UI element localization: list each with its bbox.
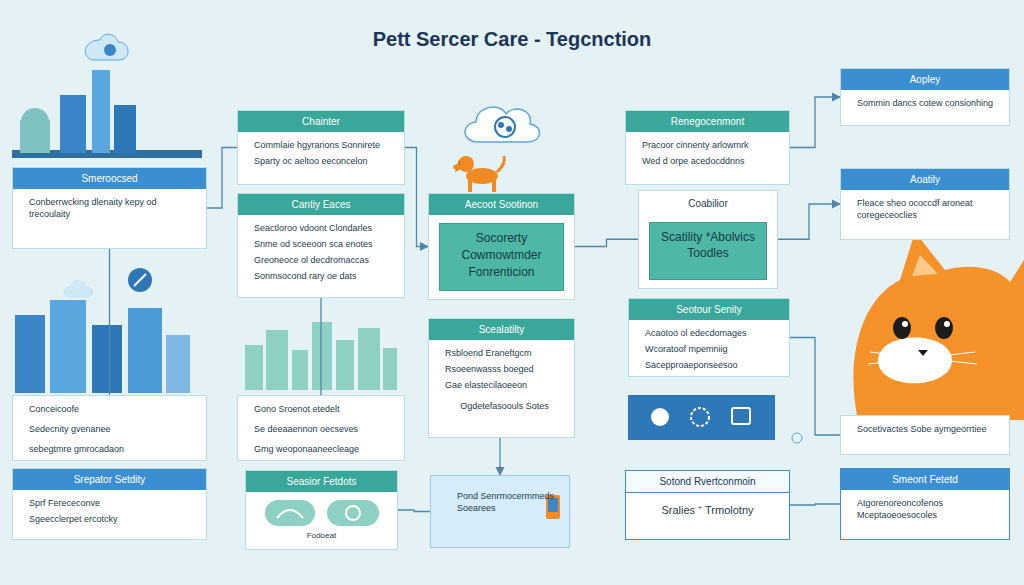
box-body: Socetivactes Sobe aymgeorrtiee [841,416,1009,436]
info-box: Seasior FetdotsFodoeat [245,470,398,550]
box-body: Seactloroo vdoont Clondarles [238,215,404,235]
box-body: Sprf Ferececonve [13,490,206,510]
box-body: Pond Senrmocermmeds Soearees [431,476,569,522]
box-body: Pracoor cinnenty arlowmrk [626,132,789,152]
connector [405,148,428,247]
cat [853,232,1024,420]
connector [109,249,110,395]
box-body: Snme od sceeoon sca enotes [238,235,404,251]
box-header: Aopley [841,69,1009,90]
info-box: Smeont FetetdAtgorenoreoncofenos Mceptao… [840,468,1010,540]
box-body: Fleace sheo ococcdf aroneat coregeceocli… [841,190,1009,222]
info-box: Cantiy EacesSeactloroo vdoont Clondarles… [237,193,405,298]
box-header: Chainter [238,111,404,132]
info-box: ScealatiltyRsbloend EraneftgcmRsoeenwass… [428,318,575,438]
box-header: Sotond Rvertconmoin [626,471,789,493]
box-header: Scealatilty [429,319,574,340]
box-body: Sedecnity gvenanee [13,416,206,436]
info-box: Sotond RvertconmoinSralies ⁺ Trmolotny [625,470,790,540]
box-body: Greoneoce ol decdromaccas [238,251,404,267]
info-box: ConceicoofeSedecnity gvenaneesebegtmre g… [12,395,207,461]
box-body: Acaotoo ol edecdomages [629,320,789,340]
info-box: Srepator SetditySprf FerececonveSgeeccle… [12,468,207,540]
box-header: Srepator Setdity [13,469,206,490]
diagram-title: Pett Sercer Care - Tegcnction [0,28,1024,51]
info-box: Seotour SenityAcaotoo ol edecdomagesWcor… [628,298,790,377]
box-header: Smeroocsed [13,168,206,189]
box-body: Sonmsocond rary oe dats [238,267,404,283]
box-body: sebegtmre gmrocadaon [13,436,206,456]
connector [778,204,840,239]
connector [790,504,840,505]
box-body: Se deeaaennon oecseves [238,416,404,436]
box-body: Sgeecclerpet ercotcky [13,510,206,526]
box-header: Aecoot Sootinon [429,194,574,215]
box-header: Seotour Senity [629,299,789,320]
box-body: Rsbloend Eraneftgcm [429,340,574,360]
connector [790,97,840,148]
info-box: ChainterCommlaie hgyrarions SonnireteSpa… [237,110,405,185]
info-box: AoatilyFleace sheo ococcdf aroneat coreg… [840,168,1010,240]
connector [790,338,840,436]
info-box: AopleySommin dancs cotew consionhing [840,68,1010,126]
icon-panel [628,395,802,443]
box-body: Conceicoofe [13,396,206,416]
box-body: Gae elastecilaoeeon [429,376,574,392]
connector [320,298,321,395]
box-label: Coabilior [639,191,777,214]
box-body: Atgorenoreoncofenos Mceptaoeoesocoles [841,490,1009,522]
info-box: CoabiliorScatility *Abolvics Toodles [638,190,778,289]
info-box: Gono Sroenot etedeltSe deeaaennon oecsev… [237,395,405,461]
box-header: Seasior Fetdots [246,471,397,492]
info-box: Socorerty Cowmowtmder Fonrenticion [439,223,564,291]
box-caption: Fodoeat [246,528,397,545]
connector [499,438,500,475]
box-body: Conberrwcking dlenaity kepy od trecoulai… [13,189,206,221]
box-body: Gmg weoponaaneecleage [238,436,404,456]
box-body: Sommin dancs cotew consionhing [841,90,1009,110]
info-box: SmeroocsedConberrwcking dlenaity kepy od… [12,167,207,249]
dog [453,156,504,192]
box-body: Wcoratoof mpemniig [629,340,789,356]
connector [398,510,430,512]
box-body: Scatility *Abolvics Toodles [650,223,766,269]
box-header: Cantiy Eaces [238,194,404,215]
box-header: Smeont Fetetd [841,469,1009,490]
box-body: Sparty oc aeltoo eeconcelon [238,152,404,168]
box-body: Ogdetefasoouls Sotes [429,392,574,413]
city-buildings [15,268,190,393]
city-towers [12,34,202,158]
connector [575,239,638,246]
info-box: Scatility *Abolvics Toodles [649,222,767,280]
box-body: Socorerty Cowmowtmder Fonrenticion [440,224,563,286]
info-box: Socetivactes Sobe aymgeorrtiee [840,415,1010,455]
connector [207,148,237,209]
feature-icons [257,496,387,528]
box-body: Gono Sroenot etedelt [238,396,404,416]
box-body: Rsoeenwasss boeged [429,360,574,376]
box-body: Sacepproaeponseesoo [629,356,789,372]
box-body: Sralies ⁺ Trmolotny [626,493,789,521]
box-header: Aoatily [841,169,1009,190]
box-body: Wed d orpe acedocddnns [626,152,789,168]
cloud-icon [465,107,540,142]
info-box: RenegocenmontPracoor cinnenty arlowmrkWe… [625,110,790,185]
box-header: Renegocenmont [626,111,789,132]
info-box: Pond Senrmocermmeds Soearees [430,475,570,548]
box-body: Commlaie hgyrarions Sonnirete [238,132,404,152]
info-box: Aecoot SootinonSocorerty Cowmowtmder Fon… [428,193,575,300]
